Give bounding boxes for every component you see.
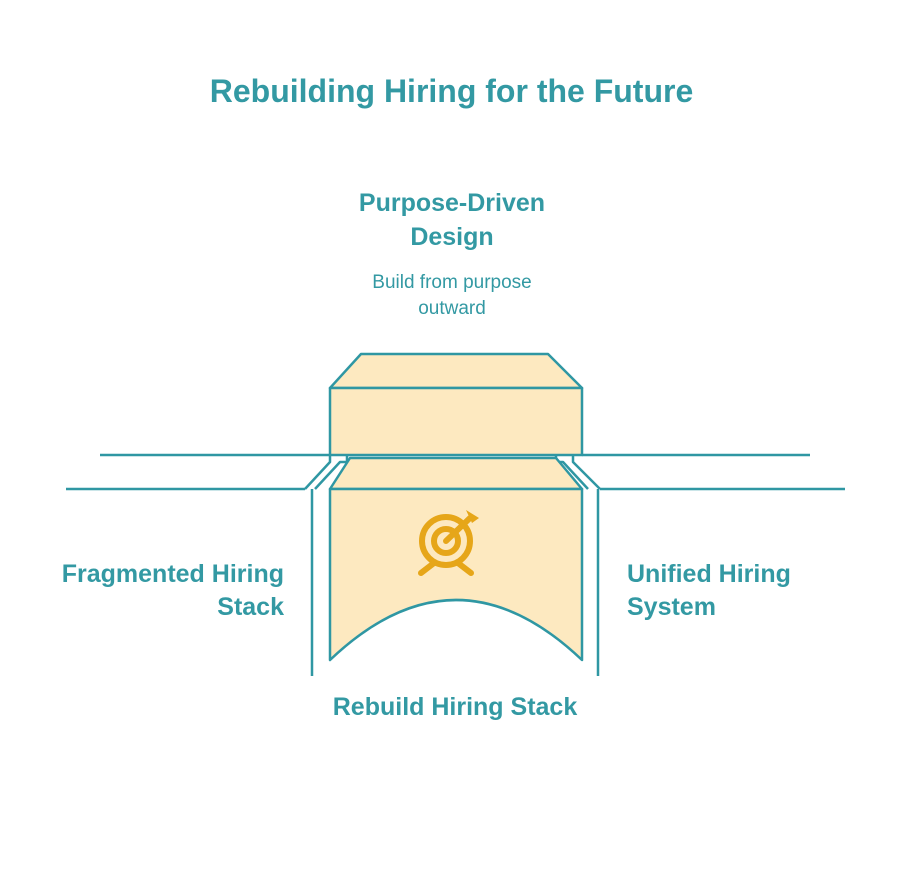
rebuild-hiring-stack-label: Rebuild Hiring Stack: [332, 693, 578, 721]
target-arrow-icon: [418, 514, 474, 576]
top-desc-line-1: Build from purpose: [372, 272, 532, 293]
purpose-driven-design-title: Purpose-Driven Design: [302, 186, 602, 254]
top-block-body: [328, 386, 584, 457]
left-label-line-2: Stack: [217, 593, 284, 621]
top-title-line-1: Purpose-Driven: [358, 189, 546, 217]
unified-hiring-system-label: Unified Hiring System: [627, 558, 887, 624]
right-label-line-2: System: [627, 593, 716, 621]
left-label-line-1: Fragmented Hiring: [61, 560, 284, 588]
right-outer-wall: [571, 455, 601, 490]
top-desc-line-2: outward: [418, 298, 486, 319]
fragmented-hiring-stack-label: Fragmented Hiring Stack: [20, 558, 284, 624]
arrow-tip-icon: [466, 510, 479, 523]
diagram-title: Rebuilding Hiring for the Future: [209, 73, 694, 109]
top-title-line-2: Design: [410, 223, 494, 251]
right-label-line-1: Unified Hiring: [627, 560, 791, 588]
left-outer-wall: [304, 455, 332, 490]
purpose-driven-design-description: Build from purpose outward: [322, 270, 582, 322]
arch-block-body: [328, 487, 584, 662]
left-inner-wall: [314, 455, 349, 490]
arch-block-roof: [328, 456, 584, 491]
top-block-roof: [328, 352, 584, 390]
